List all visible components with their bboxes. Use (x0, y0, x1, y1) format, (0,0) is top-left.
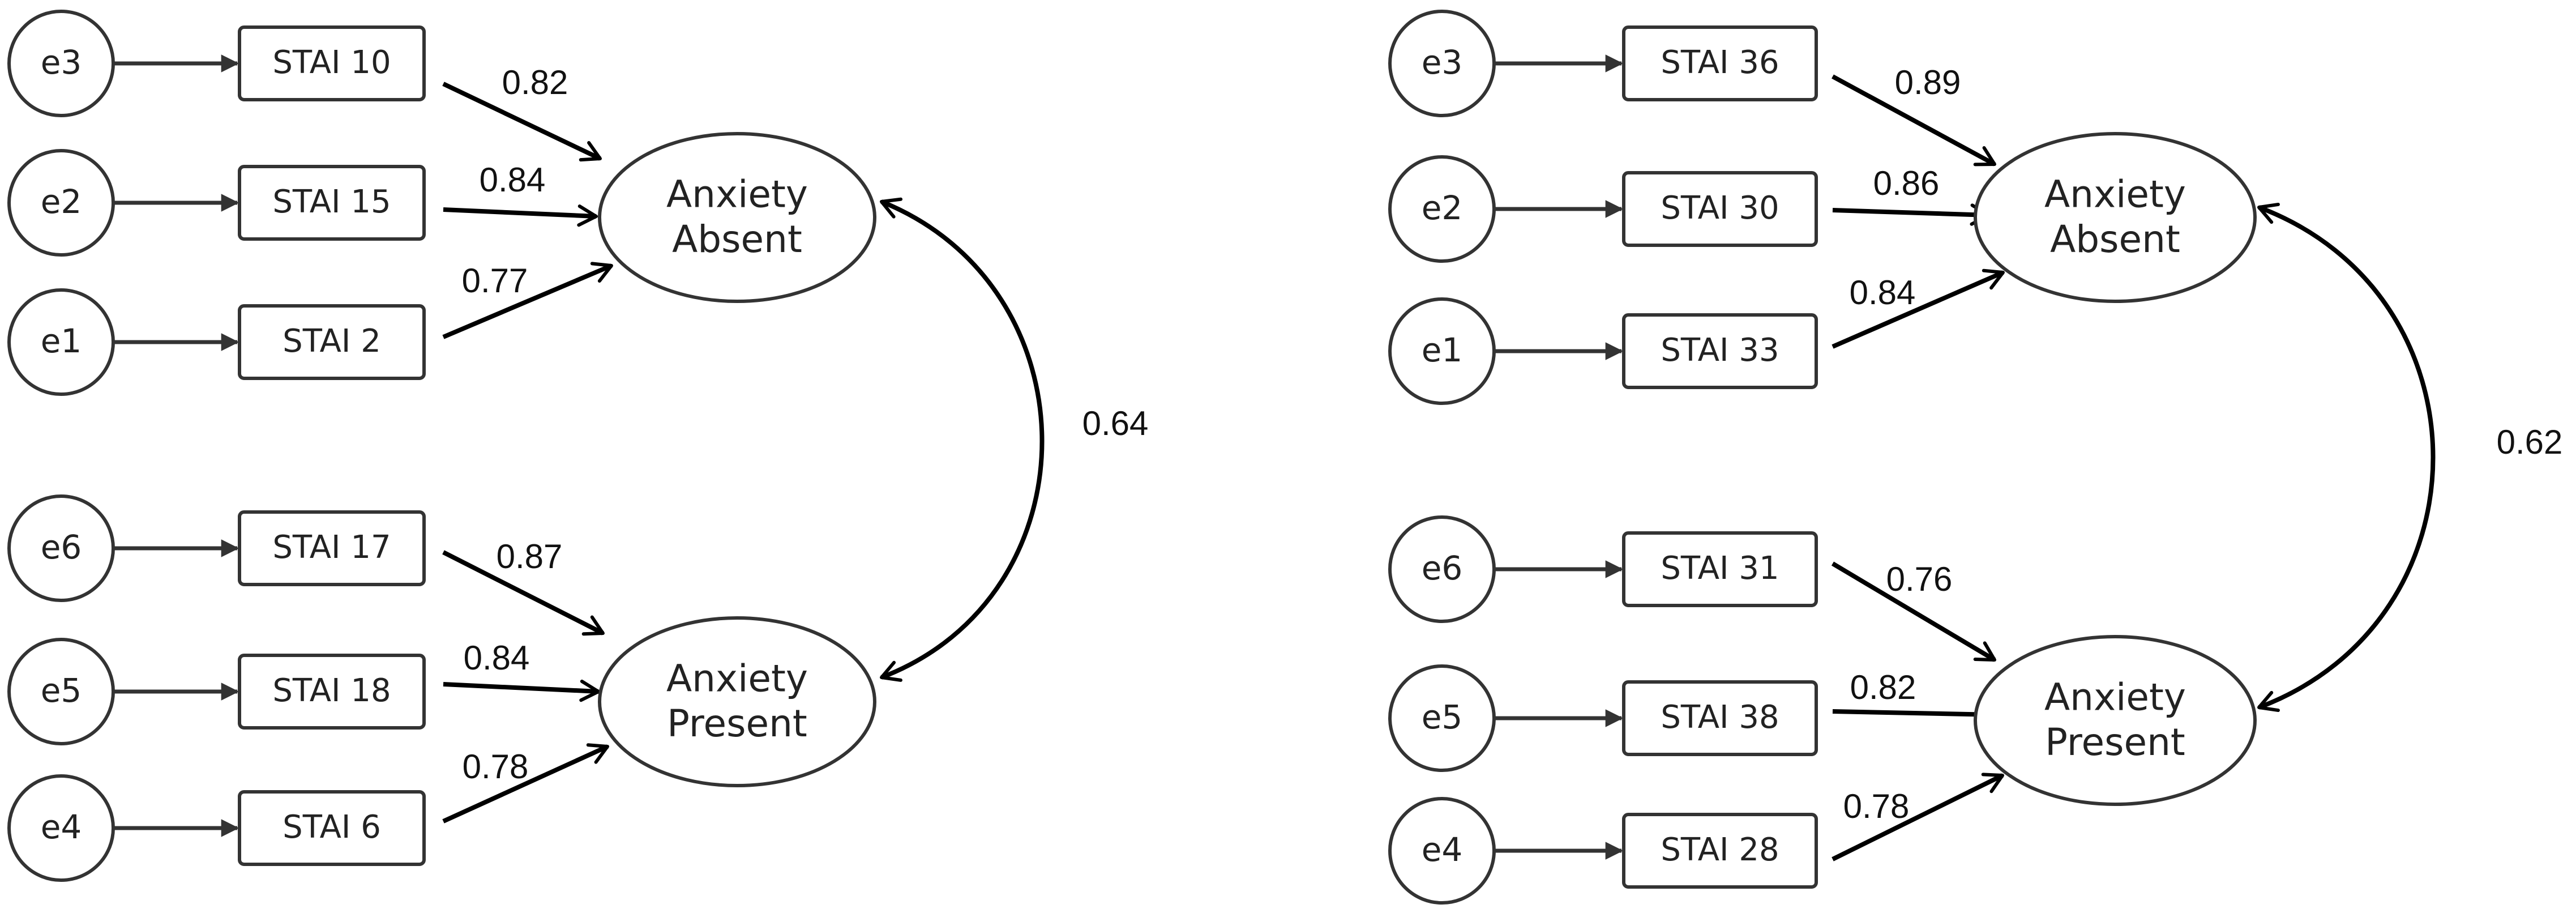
factor-loading-label: 0.76 (1886, 560, 1953, 598)
error-term-circle (7, 288, 115, 396)
factor-loading-label: 0.82 (502, 63, 568, 101)
latent-factor-ellipse (1974, 132, 2257, 303)
error-term-label: e3 (1422, 43, 1463, 82)
observed-item-box (1622, 531, 1818, 607)
observed-item-box (238, 165, 426, 241)
error-term-circle (1388, 297, 1496, 405)
latent-factor-ellipse (1974, 635, 2257, 806)
error-term-label: e6 (1422, 549, 1463, 587)
observed-item-box (238, 654, 426, 730)
factor-loading-arrow (1832, 773, 2004, 861)
factor-loading-label: 0.82 (1850, 668, 1916, 706)
cfa-model-2: 0.62 e3 STAI 36 0.89 e2 STAI 30 0.86 e1 STAI 33 0… (1388, 10, 2563, 905)
observed-item-label: STAI 15 (272, 184, 391, 220)
factor-loading-label: 0.84 (1850, 274, 1916, 312)
observed-item-label: STAI 18 (272, 672, 391, 709)
factor-loading-label: 0.89 (1895, 63, 1961, 101)
error-term-label: e4 (41, 808, 82, 846)
factor-loading-arrow (443, 204, 598, 227)
error-term-label: e2 (1422, 189, 1463, 227)
error-term-circle (7, 494, 115, 602)
factor-loading-arrow (442, 550, 605, 636)
observed-item-box (238, 25, 426, 101)
error-term-circle (1388, 515, 1496, 623)
error-term-circle (7, 149, 115, 257)
error-term-circle (1388, 10, 1496, 117)
latent-factor-ellipse (598, 132, 876, 303)
factor-loading-label: 0.87 (497, 538, 563, 575)
error-term-circle (1388, 664, 1496, 772)
observed-item-label: STAI 2 (283, 323, 381, 360)
observed-item-label: STAI 6 (283, 809, 381, 846)
factor-loading-arrow (1832, 703, 1997, 726)
observed-item-label: STAI 17 (272, 529, 391, 566)
factor-loading-label: 0.77 (462, 262, 528, 300)
factor-loading-arrow (442, 82, 602, 162)
observed-item-label: STAI 36 (1661, 44, 1779, 81)
error-term-circle (1388, 155, 1496, 263)
observed-item-box (238, 304, 426, 380)
observed-item-box (1622, 680, 1818, 756)
factor-loading-label: 0.84 (480, 161, 546, 199)
factor-loading-label: 0.84 (464, 639, 530, 677)
factor-loading-label: 0.86 (1873, 164, 1940, 202)
error-term-label: e4 (1422, 830, 1463, 869)
observed-item-box (238, 790, 426, 866)
observed-item-box (1622, 171, 1818, 247)
error-term-label: e2 (41, 182, 82, 221)
factor-loading-arrow (1832, 268, 2005, 349)
latent-factor-ellipse (598, 616, 876, 787)
factor-loading-arrow (1832, 74, 1996, 167)
factor-loading-label: 0.78 (1843, 787, 1910, 825)
error-term-label: e3 (41, 43, 82, 82)
error-term-label: e5 (1422, 698, 1463, 736)
error-term-circle (7, 638, 115, 745)
observed-item-box (1622, 25, 1818, 101)
observed-item-label: STAI 10 (272, 44, 391, 81)
observed-item-box (1622, 813, 1818, 889)
cfa-model-1: 0.64 e3 STAI 10 0.82 e2 STAI 15 0.84 e1 STAI 2 0.… (7, 10, 1149, 882)
factor-loading-arrow (1832, 203, 1991, 226)
error-term-label: e1 (41, 322, 82, 360)
error-term-circle (7, 774, 115, 882)
factor-loading-arrow (442, 743, 609, 824)
error-term-label: e6 (41, 528, 82, 566)
observed-item-label: STAI 30 (1661, 190, 1779, 227)
observed-item-label: STAI 33 (1661, 332, 1779, 369)
error-term-circle (1388, 797, 1496, 905)
factor-correlation-arrow (2257, 202, 2436, 713)
factor-correlation-label: 0.64 (1082, 404, 1149, 442)
observed-item-box (238, 510, 426, 586)
observed-item-label: STAI 38 (1661, 699, 1779, 736)
error-term-label: e1 (1422, 331, 1463, 369)
error-term-circle (7, 10, 115, 117)
observed-item-box (1622, 313, 1818, 389)
factor-loading-arrow (1831, 561, 1996, 662)
observed-item-label: STAI 28 (1661, 831, 1779, 868)
factor-loading-arrow (442, 262, 613, 339)
factor-loading-label: 0.78 (463, 748, 529, 786)
observed-item-label: STAI 31 (1661, 550, 1779, 587)
factor-correlation-arrow (880, 197, 1045, 682)
error-term-label: e5 (41, 671, 82, 710)
factor-loading-arrow (443, 679, 600, 702)
factor-correlation-label: 0.62 (2497, 423, 2563, 461)
